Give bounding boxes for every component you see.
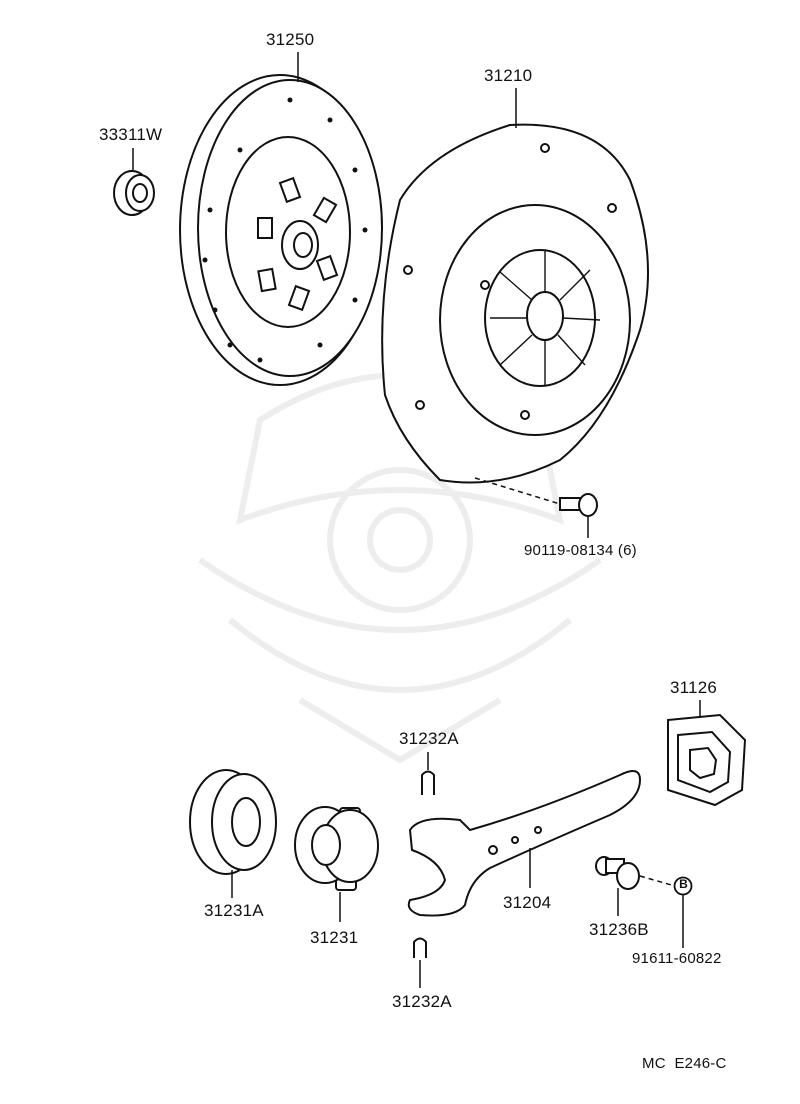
diagram-code: MC E246-C [642, 1055, 727, 1072]
part-number-33311W: 33311W [99, 125, 163, 144]
part-number-90119: 90119-08134 (6) [524, 542, 637, 559]
clutch-disc-31250-drawing [179, 74, 383, 386]
part-number-31126: 31126 [670, 678, 718, 697]
part-number-31204: 31204 [503, 893, 552, 912]
pivot-bolt-31236B-drawing [595, 856, 640, 890]
leader-grease-dashed [639, 875, 676, 887]
ref-marker-circle [673, 876, 693, 896]
disc-friction-dots [202, 97, 368, 363]
part-number-31250: 31250 [266, 30, 315, 49]
watermark-logo [198, 372, 602, 764]
boot-31126-drawing [667, 713, 747, 807]
seal-31231A-drawing [189, 769, 277, 875]
part-number-31231A: 31231A [204, 901, 264, 920]
bearing-33311W-drawing [113, 170, 155, 216]
pressure-plate-31210-drawing [381, 123, 649, 484]
release-fork-31204-drawing [407, 770, 642, 917]
bolt-90119-drawing [559, 493, 598, 517]
ref-marker-letter: B [679, 877, 688, 891]
clip-31232A-top-drawing [421, 770, 435, 795]
part-number-31210: 31210 [484, 66, 533, 85]
part-number-91611: 91611-60822 [632, 950, 722, 967]
part-number-31232A-top: 31232A [399, 729, 459, 748]
part-number-31231: 31231 [310, 928, 359, 947]
leader-bolt-dashed [474, 477, 561, 505]
release-bearing-31231-drawing [294, 806, 379, 891]
clip-31232A-bottom-drawing [413, 937, 427, 958]
part-number-31236B: 31236B [589, 920, 649, 939]
part-number-31232A-bottom: 31232A [392, 992, 452, 1011]
